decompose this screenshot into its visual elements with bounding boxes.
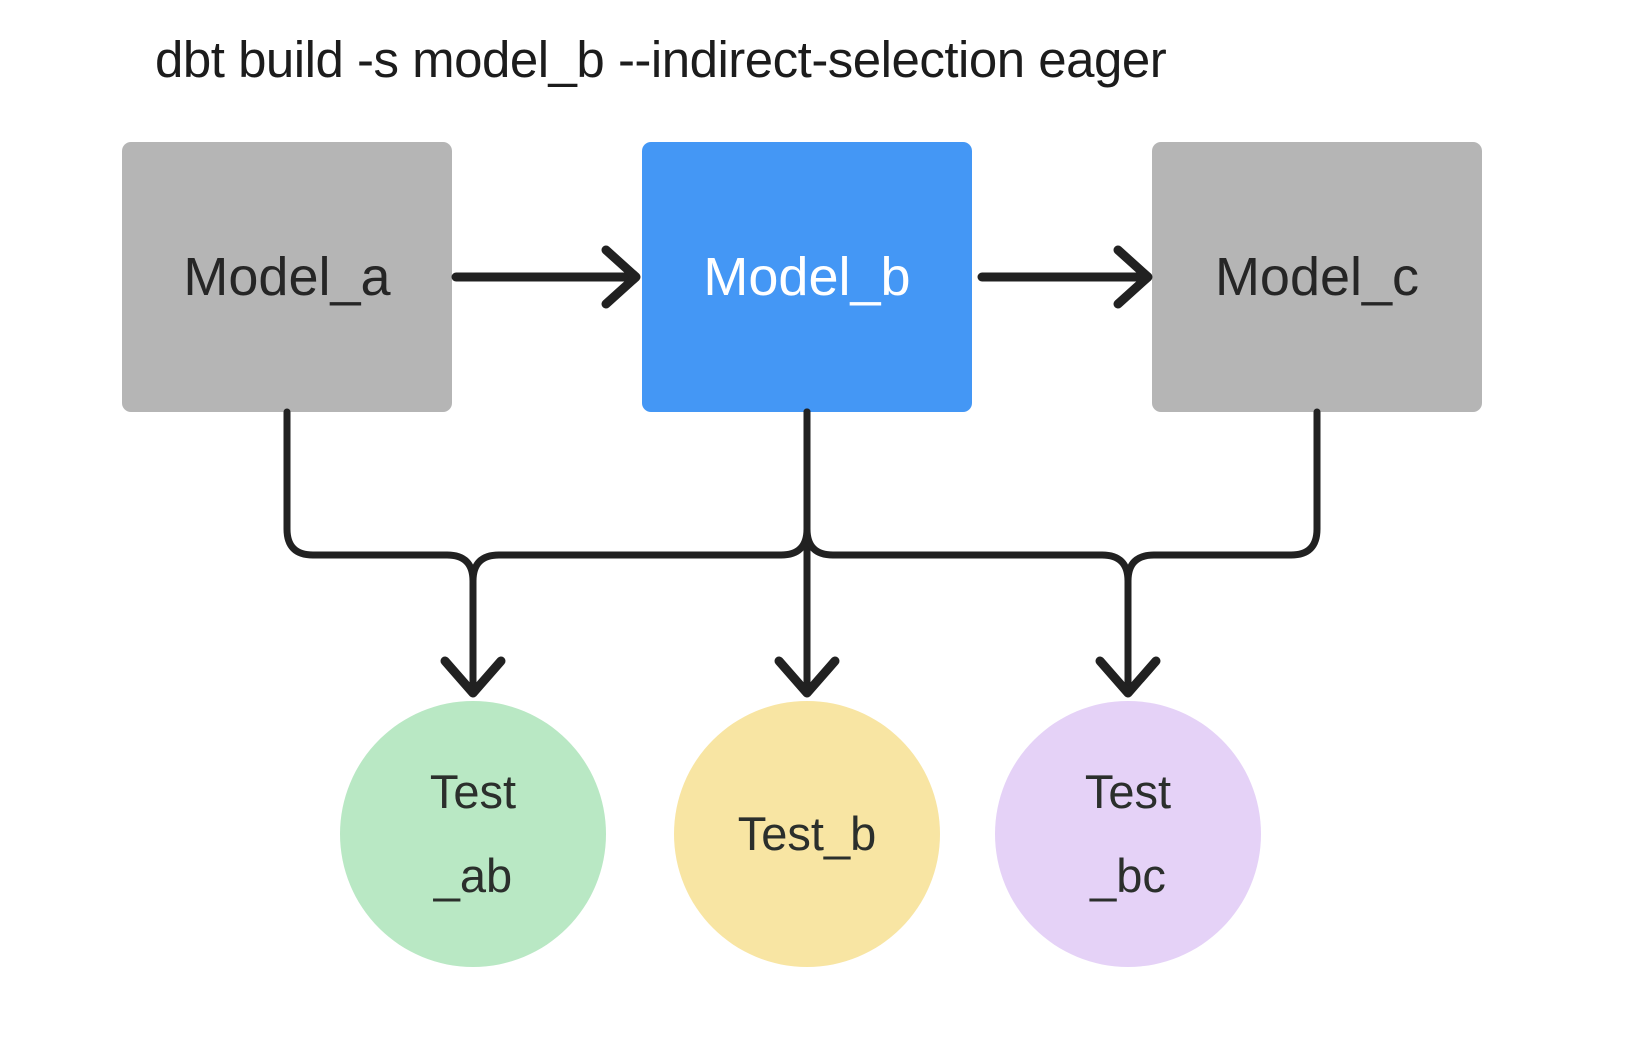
arrowhead-test-b-icon <box>774 656 840 698</box>
node-model-a-label: Model_a <box>183 247 391 307</box>
edge-model-c-to-test-bc <box>1124 408 1321 690</box>
node-test-ab: Test _ab <box>340 701 606 967</box>
node-model-b-selected: Model_b <box>642 142 972 412</box>
node-model-c-label: Model_c <box>1214 247 1420 307</box>
node-test-bc-label-line1: Test <box>1084 765 1172 818</box>
node-test-b: Test_b <box>674 701 940 967</box>
edge-model-b-to-test-bc <box>803 408 1132 690</box>
arrowhead-model-b-icon <box>601 245 641 309</box>
node-test-ab-label-line2: _ab <box>433 849 513 902</box>
node-test-b-label-line1: Test_b <box>737 807 877 860</box>
node-model-c: Model_c <box>1152 142 1482 412</box>
arrowhead-test-bc-icon <box>1095 656 1161 698</box>
edge-model-a-to-test-ab <box>283 408 477 690</box>
node-test-bc-label-line2: _bc <box>1090 849 1166 902</box>
node-test-ab-label-line1: Test <box>429 765 517 818</box>
arrowhead-model-c-icon <box>1113 245 1153 309</box>
diagram-title: dbt build -s model_b --indirect-selectio… <box>155 31 1167 88</box>
node-test-bc: Test _bc <box>995 701 1261 967</box>
arrowhead-test-ab-icon <box>440 656 506 698</box>
node-model-a: Model_a <box>122 142 452 412</box>
edge-model-b-to-test-ab <box>469 408 811 690</box>
node-model-b-label: Model_b <box>703 247 911 307</box>
